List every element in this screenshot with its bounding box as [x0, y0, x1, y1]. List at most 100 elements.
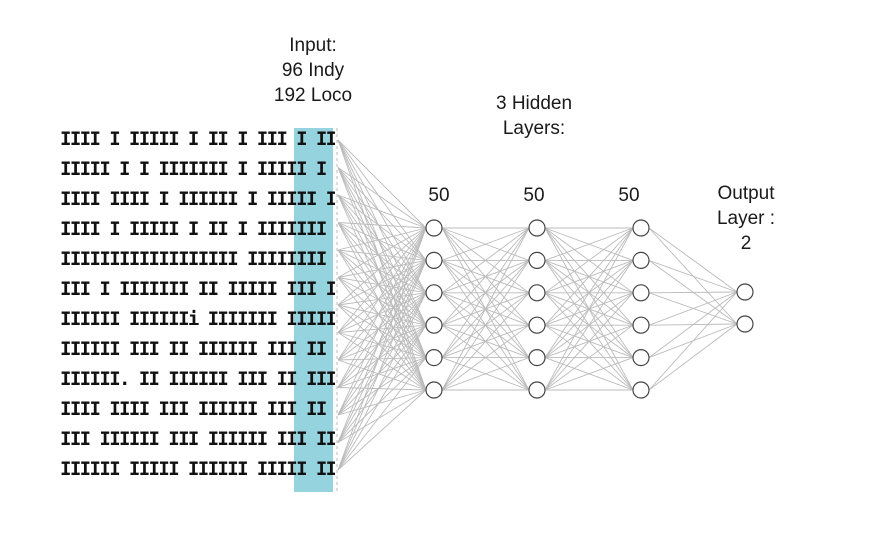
- output-label-line3: 2: [740, 233, 752, 254]
- connection-edge: [441, 357, 530, 391]
- connection-edge: [337, 324, 427, 471]
- connection-edge: [337, 292, 427, 416]
- connection-edge: [441, 227, 530, 294]
- connection-edge: [648, 291, 738, 326]
- connection-edge: [337, 167, 427, 391]
- hidden-node-layer-3: [632, 284, 650, 302]
- connection-edge: [337, 227, 427, 333]
- input-sequence-row: IIII IIII III IIIIII III II III III II: [60, 398, 335, 420]
- connection-edge: [337, 222, 427, 229]
- output-layer-label: Output Layer : 2: [696, 181, 796, 256]
- hidden-node-layer-3: [632, 251, 650, 269]
- output-node: [736, 315, 754, 333]
- input-label-line2: 96 Indy: [281, 60, 345, 81]
- connection-edge: [337, 260, 427, 388]
- connection-edge: [337, 324, 427, 361]
- connection-edge: [337, 357, 427, 388]
- output-node: [736, 283, 754, 301]
- hidden-node-layer-3: [632, 381, 650, 399]
- connection-edge: [337, 389, 427, 471]
- connection-edge: [337, 324, 427, 443]
- connection-edge: [441, 324, 530, 391]
- connection-edge: [337, 359, 427, 391]
- connection-edge: [544, 292, 634, 391]
- connection-edge: [337, 227, 427, 471]
- connection-edge: [337, 227, 427, 388]
- connection-edge: [544, 260, 634, 391]
- output-label-line1: Output: [717, 183, 775, 204]
- connection-edge: [337, 324, 427, 333]
- input-sequence-row: IIII I IIIII I II I III I IIIII I II I: [60, 128, 335, 150]
- connection-edge: [337, 227, 427, 278]
- connection-edge: [544, 227, 634, 261]
- connection-edge: [337, 167, 427, 326]
- input-label-line1: Input:: [289, 35, 337, 56]
- hidden-node-layer-1: [425, 381, 443, 399]
- input-sequence-row: IIIIII IIIIIIi IIIIIII IIIIII. IIIII: [60, 308, 335, 330]
- connection-edge: [337, 227, 427, 416]
- connection-edge: [337, 292, 427, 361]
- connection-edge: [337, 167, 427, 229]
- connection-edge: [337, 222, 427, 391]
- connection-edge: [544, 227, 634, 391]
- connection-edge: [337, 260, 427, 361]
- connection-edge: [441, 227, 530, 261]
- connection-edge: [337, 324, 427, 388]
- connection-edge: [544, 227, 634, 358]
- connection-edge: [648, 291, 738, 391]
- connection-edge: [337, 194, 427, 358]
- hidden-node-layer-2: [528, 219, 546, 237]
- hidden-node-layer-1: [425, 219, 443, 237]
- connection-edge: [337, 227, 427, 251]
- connection-edge: [544, 227, 634, 294]
- input-band: [294, 128, 333, 492]
- connection-edge: [544, 227, 634, 326]
- hidden-size-label-2: 50: [523, 185, 545, 206]
- input-sequence-row: IIIIII III II IIIIII III II IIIIIIIII: [60, 338, 335, 360]
- connection-edge: [337, 387, 427, 391]
- connection-edge: [337, 167, 427, 358]
- input-sequence-row: IIIII I I IIIIIII I IIIII I II I III: [60, 158, 335, 180]
- hidden-node-layer-1: [425, 284, 443, 302]
- node-group: [425, 219, 754, 399]
- connection-edge: [337, 357, 427, 471]
- connection-edge: [337, 194, 427, 391]
- input-sequence-row: IIIIIIIIIIIIIIIIII IIIIIIII III II: [60, 248, 335, 270]
- hidden-node-layer-1: [425, 316, 443, 334]
- connection-edge: [337, 227, 427, 361]
- connection-edge: [337, 139, 427, 229]
- input-sequence-row: IIII I IIIII I II I IIIIIII III III: [60, 218, 335, 240]
- input-sequence-row: III IIIIII III IIIIII III IIIIII IIII II: [60, 428, 335, 450]
- hidden-node-layer-2: [528, 284, 546, 302]
- hidden-label-line2: Layers:: [502, 118, 566, 139]
- connection-edge: [337, 260, 427, 443]
- input-sequence-row: IIIIII. II IIIIII III II IIIII IIII III: [60, 368, 335, 390]
- connection-edge: [337, 292, 427, 333]
- connection-edge: [337, 324, 427, 416]
- connection-edge: [337, 332, 427, 391]
- connection-edge: [337, 357, 427, 361]
- connection-edge: [337, 194, 427, 229]
- connection-edge: [337, 260, 427, 471]
- connection-edge: [337, 227, 427, 306]
- hidden-size-label-1: 50: [428, 185, 450, 206]
- output-label-line2: Layer :: [716, 208, 776, 229]
- hidden-node-layer-3: [632, 349, 650, 367]
- connection-edge: [544, 357, 634, 391]
- connection-edge: [648, 259, 738, 293]
- input-sequence-row: IIII IIII I IIIIII I IIIII I II I IIII: [60, 188, 335, 210]
- connection-edge: [441, 260, 530, 391]
- connection-edge: [648, 291, 738, 294]
- connection-edge: [441, 292, 530, 391]
- hidden-node-layer-1: [425, 251, 443, 269]
- input-label-line3: 192 Loco: [273, 85, 353, 106]
- connection-edge: [648, 227, 738, 293]
- input-sequence-row: III I IIIIIII II IIIII III II III: [60, 278, 335, 300]
- connection-edge: [337, 292, 427, 471]
- hidden-label-line1: 3 Hidden: [495, 93, 573, 114]
- connection-edge: [544, 324, 634, 391]
- hidden-size-label-3: 50: [618, 185, 640, 206]
- connection-edge: [648, 323, 738, 391]
